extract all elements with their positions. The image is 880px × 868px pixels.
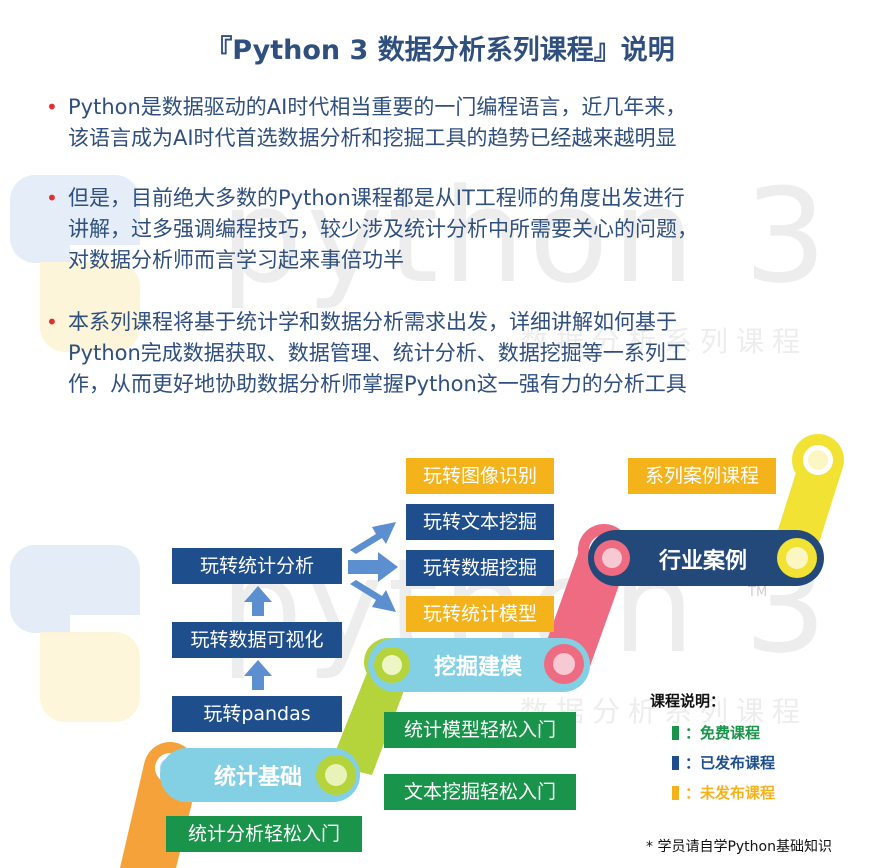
stage-statistics-basics: 统计基础 [160,748,360,802]
bullet-dot-icon: • [46,310,58,334]
course-text-mining[interactable]: 玩转文本挖掘 [406,504,554,540]
up-arrows [244,586,272,690]
course-pandas[interactable]: 玩转pandas [172,696,342,732]
course-text-intro[interactable]: 文本挖掘轻松入门 [384,774,576,810]
course-data-mining[interactable]: 玩转数据挖掘 [406,550,554,586]
bullet-3-line-3: 作，从而更好地协助数据分析师掌握Python这一强有力的分析工具 [68,372,687,396]
legend-released: ：已发布课程 [672,752,775,773]
legend-free-label: ：免费课程 [685,724,761,742]
course-model-intro[interactable]: 统计模型轻松入门 [384,712,576,748]
legend-unreleased-swatch [672,786,679,800]
arrow-right-icon [348,552,398,582]
course-data-visualization[interactable]: 玩转数据可视化 [172,622,342,658]
course-statistical-models[interactable]: 玩转统计模型 [406,596,554,632]
right-arrows [348,522,398,612]
course-statistical-analysis[interactable]: 玩转统计分析 [172,548,342,584]
bullet-3: • 本系列课程将基于统计学和数据分析需求出发，详细讲解如何基于 Python完成数… [46,307,826,400]
bullet-2-line-2: 讲解，过多强调编程技巧，较少涉及统计分析中所需要关心的问题， [68,217,698,241]
legend-unreleased: ：未发布课程 [672,782,775,803]
legend-released-label: ：已发布课程 [685,754,776,772]
stage-industry-cases: 行业案例 [588,530,824,586]
bullet-2: • 但是，目前绝大多数的Python课程都是从IT工程师的角度出发进行讲解，过多… [46,183,826,276]
arrow-right-icon [350,522,396,554]
stage-label-3: 行业案例 [658,548,747,574]
bullet-dot-icon: • [46,95,58,119]
arrow-up-icon [244,586,272,616]
course-case-series[interactable]: 系列案例课程 [628,458,776,494]
legend-free: ：免费课程 [672,722,760,743]
bullet-dot-icon: • [46,186,58,210]
bullet-1: • Python是数据驱动的AI时代相当重要的一门编程语言，近几年来， 该语言成为… [46,92,826,154]
stage-label-2: 挖掘建模 [434,654,523,680]
page-title: 『Python 3 数据分析系列课程』说明 [205,35,675,66]
legend-unreleased-label: ：未发布课程 [685,784,776,802]
bullet-3-line-1: 本系列课程将基于统计学和数据分析需求出发，详细讲解如何基于 [68,310,677,334]
stage-label-1: 统计基础 [214,764,302,790]
bullet-2-line-3: 对数据分析师而言学习起来事倍功半 [68,248,404,272]
bullet-1-line-1: Python是数据驱动的AI时代相当重要的一门编程语言，近几年来， [68,95,687,119]
arrow-up-icon [244,660,272,690]
legend-free-swatch [672,726,679,740]
stage-mining-modeling: 挖掘建模 [368,638,590,692]
bullet-1-line-2: 该语言成为AI时代首选数据分析和挖掘工具的趋势已经越来越明显 [68,126,677,150]
course-stat-intro[interactable]: 统计分析轻松入门 [166,816,362,852]
legend-title: 课程说明： [650,692,726,710]
arrow-right-icon [350,580,396,612]
legend-released-swatch [672,756,679,770]
footnote: * 学员请自学Python基础知识 [646,839,832,855]
course-image-recognition[interactable]: 玩转图像识别 [406,458,554,494]
bullet-3-line-2: Python完成数据获取、数据管理、统计分析、数据挖掘等一系列工 [68,341,687,365]
bullet-2-line-1: 但是，目前绝大多数的Python课程都是从IT工程师的角度出发进行 [68,186,685,210]
